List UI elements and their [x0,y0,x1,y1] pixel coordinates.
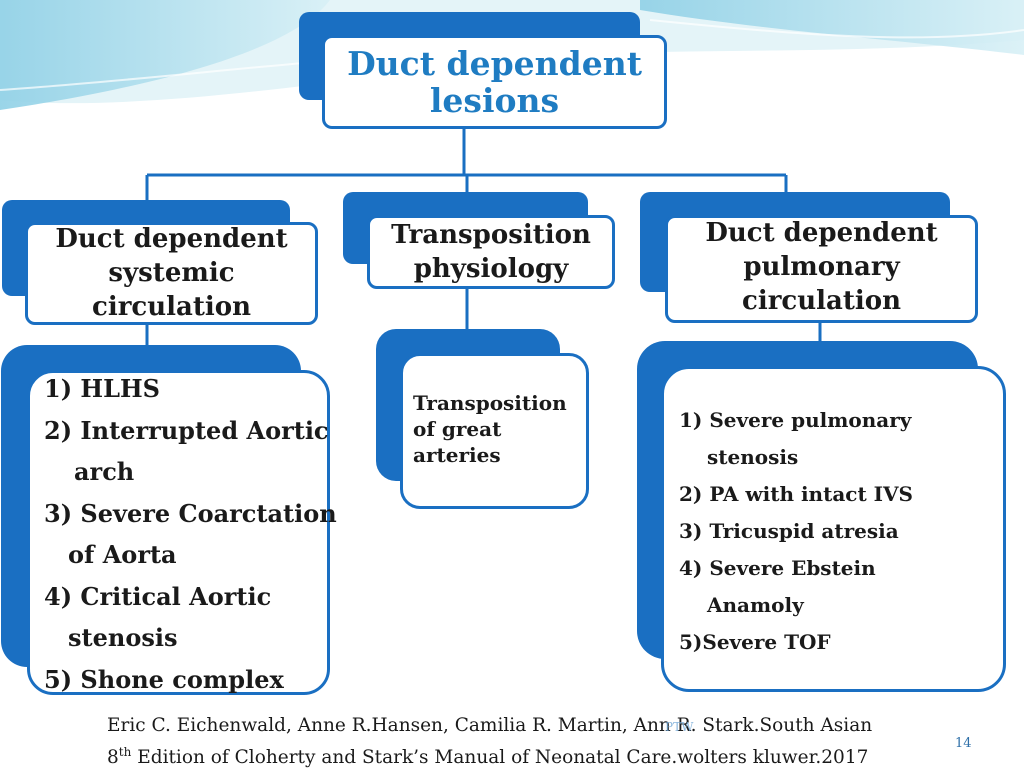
category-pulmonary-box [665,215,978,323]
watermark-logo: PTW [665,720,694,734]
list-item: Anamoly [707,593,804,617]
reference-line1: Eric C. Eichenwald, Anne R.Hansen, Camil… [107,715,873,736]
pulmonary-lesion-list: 1) Severe pulmonary stenosis 2) PA with … [679,402,913,661]
list-item: 3) Severe Coarctation [44,498,337,528]
list-item: 3) Tricuspid atresia [679,519,899,543]
reference-line2: 8th Edition of Cloherty and Stark’s Manu… [107,745,869,769]
category-systemic-label: Duct dependent systemic circulation [55,224,288,322]
list-item: of Aorta [68,540,177,569]
diagram-title-box: Duct dependent lesions [322,35,667,129]
list-item: 1) HLHS [44,374,160,403]
systemic-lesion-list: 1) HLHS 2) Interrupted Aortic arch 3) Se… [44,368,337,700]
list-item: stenosis [707,445,799,469]
list-item: 2) Interrupted Aortic [44,415,329,445]
list-item: 2) PA with intact IVS [679,482,913,506]
transposition-list-box [400,353,589,509]
list-item: arch [74,457,135,486]
category-pulmonary-label: Duct dependent pulmonary circulation [705,218,938,316]
list-item: stenosis [68,623,178,652]
list-item: 4) Severe Ebstein [679,556,876,580]
reference-citation: Eric C. Eichenwald, Anne R.Hansen, Camil… [107,712,872,771]
pulmonary-list-box [661,366,1006,692]
list-item: 5) Shone complex [44,664,284,694]
diagram-title-line1: Duct dependent [347,44,642,83]
list-item: 1) Severe pulmonary [679,408,912,432]
transposition-lesion-text: Transposition of great arteries [413,391,567,467]
systemic-list-box [27,370,330,695]
diagram-title-line2: lesions [429,81,560,120]
list-item: 5)Severe TOF [679,630,831,654]
list-item: 4) Critical Aortic [44,581,272,611]
slide-number: 14 [955,736,972,751]
category-transposition-box [367,215,615,289]
category-systemic-box [25,222,318,325]
category-transposition-label: Transposition physiology [391,220,591,284]
